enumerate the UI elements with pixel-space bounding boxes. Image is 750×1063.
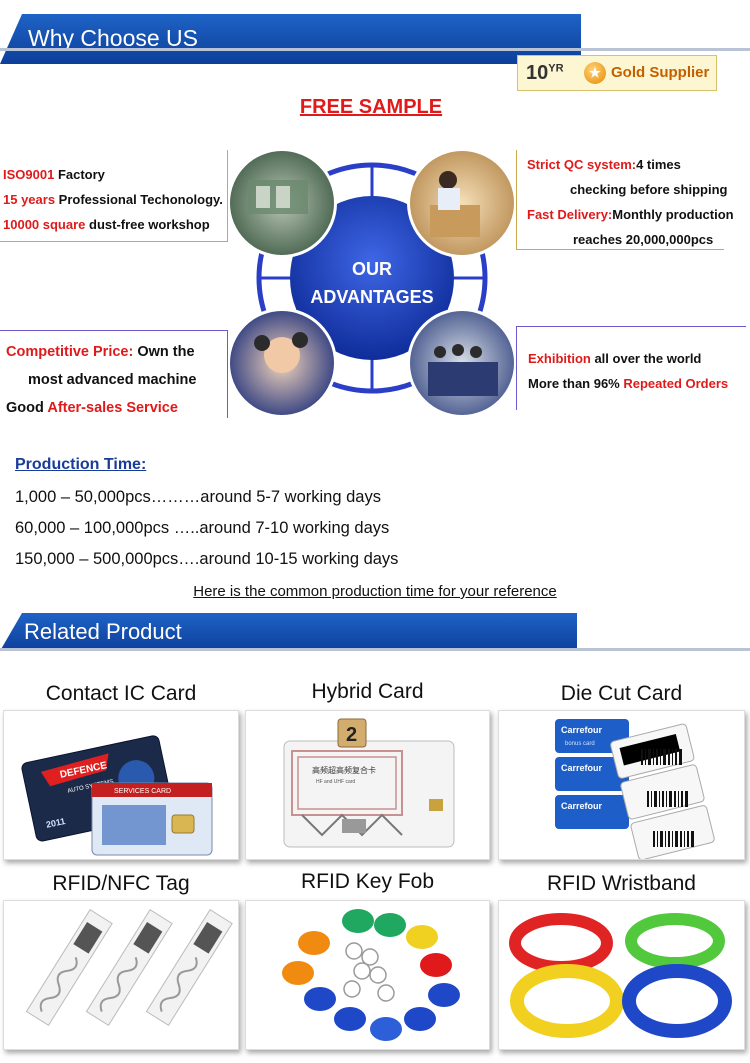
bottom-right-advantages: Exhibition all over the world More than … (528, 351, 729, 391)
exhibition-photo (407, 308, 517, 418)
contact-ic-card-image: DEFENCE AUTO SYSTEMS 2011 SERVICES CARD (3, 710, 239, 860)
hybrid-card-image: 高频超高频复合卡 HF and UHF card 2 (245, 710, 490, 860)
why-choose-us-title: Why Choose US (28, 25, 199, 51)
svg-text:bonus card: bonus card (565, 741, 595, 747)
gold-supplier-label: Gold Supplier (611, 64, 710, 81)
factory-photo (227, 148, 337, 258)
our-advantages-label: OUR ADVANTAGES (310, 259, 434, 307)
svg-text:HF and UHF card: HF and UHF card (316, 779, 355, 785)
svg-text:高频超高频复合卡: 高频超高频复合卡 (312, 765, 376, 775)
years-badge: 10YR (526, 62, 564, 84)
top-right-frame (516, 150, 724, 250)
production-line-1: 1,000 – 50,000pcs………around 5-7 working d… (15, 488, 381, 506)
gold-medal-icon: ★ (584, 62, 606, 84)
top-right-advantages: Strict QC system:4 times checking before… (527, 157, 734, 247)
rfid-nfc-tag-image (3, 900, 239, 1050)
product-rfid-wristband[interactable]: RFID Wristband (498, 870, 745, 1050)
top-left-frame (0, 150, 228, 242)
top-left-advantages: ISO9001 Factory 15 years Professional Te… (3, 167, 223, 232)
svg-text:2: 2 (346, 724, 357, 746)
bottom-left-advantages: Competitive Price: Own the most advanced… (6, 344, 197, 416)
product-label: Hybrid Card (311, 680, 424, 703)
production-line-3: 150,000 – 500,000pcs….around 10-15 worki… (15, 550, 399, 568)
rfid-wristband-image (498, 900, 745, 1050)
svg-text:Carrefour: Carrefour (561, 801, 603, 811)
svg-text:Carrefour: Carrefour (561, 725, 603, 735)
product-die-cut-card[interactable]: Die Cut Card Carrefour bonus card Carref… (498, 680, 745, 860)
product-hybrid-card[interactable]: Hybrid Card 高频超高频复合卡 HF and UHF card 2 (245, 678, 490, 860)
product-label: Contact IC Card (45, 682, 197, 705)
svg-text:Carrefour: Carrefour (561, 763, 603, 773)
production-note: Here is the common production time for y… (193, 583, 557, 600)
free-sample-heading: FREE SAMPLE (299, 96, 443, 118)
related-product-title: Related Product (24, 619, 182, 644)
die-cut-card-image: Carrefour bonus card Carrefour Carrefour (498, 710, 745, 860)
product-label: RFID Key Fob (300, 870, 435, 893)
qc-photo (407, 148, 517, 258)
center-disk (290, 196, 454, 360)
related-divider (0, 648, 750, 651)
svg-text:2011: 2011 (45, 816, 66, 830)
production-time-heading: Production Time: (15, 456, 147, 473)
production-line-2: 60,000 – 100,000pcs …..around 7-10 worki… (15, 519, 390, 537)
product-label: RFID Wristband (547, 872, 696, 895)
why-choose-us-header: Why Choose US (0, 14, 581, 64)
product-contact-ic-card[interactable]: Contact IC Card DEFENCE AUTO SYSTEMS 201… (3, 680, 239, 860)
bottom-left-frame (0, 330, 228, 418)
product-label: RFID/NFC Tag (52, 872, 190, 895)
teamwork-photo (227, 308, 337, 418)
header-divider (0, 48, 750, 51)
rfid-key-fob-image (245, 900, 490, 1050)
product-rfid-key-fob[interactable]: RFID Key Fob (245, 868, 490, 1050)
svg-text:SERVICES CARD: SERVICES CARD (114, 788, 171, 795)
product-rfid-nfc-tag[interactable]: RFID/NFC Tag (3, 870, 239, 1050)
advantages-diagram (227, 148, 517, 418)
related-product-header: Related Product (0, 613, 577, 651)
product-label: Die Cut Card (560, 682, 683, 705)
bottom-right-frame (516, 326, 746, 410)
gold-supplier-badge[interactable]: 10YR ★ Gold Supplier (517, 55, 717, 91)
